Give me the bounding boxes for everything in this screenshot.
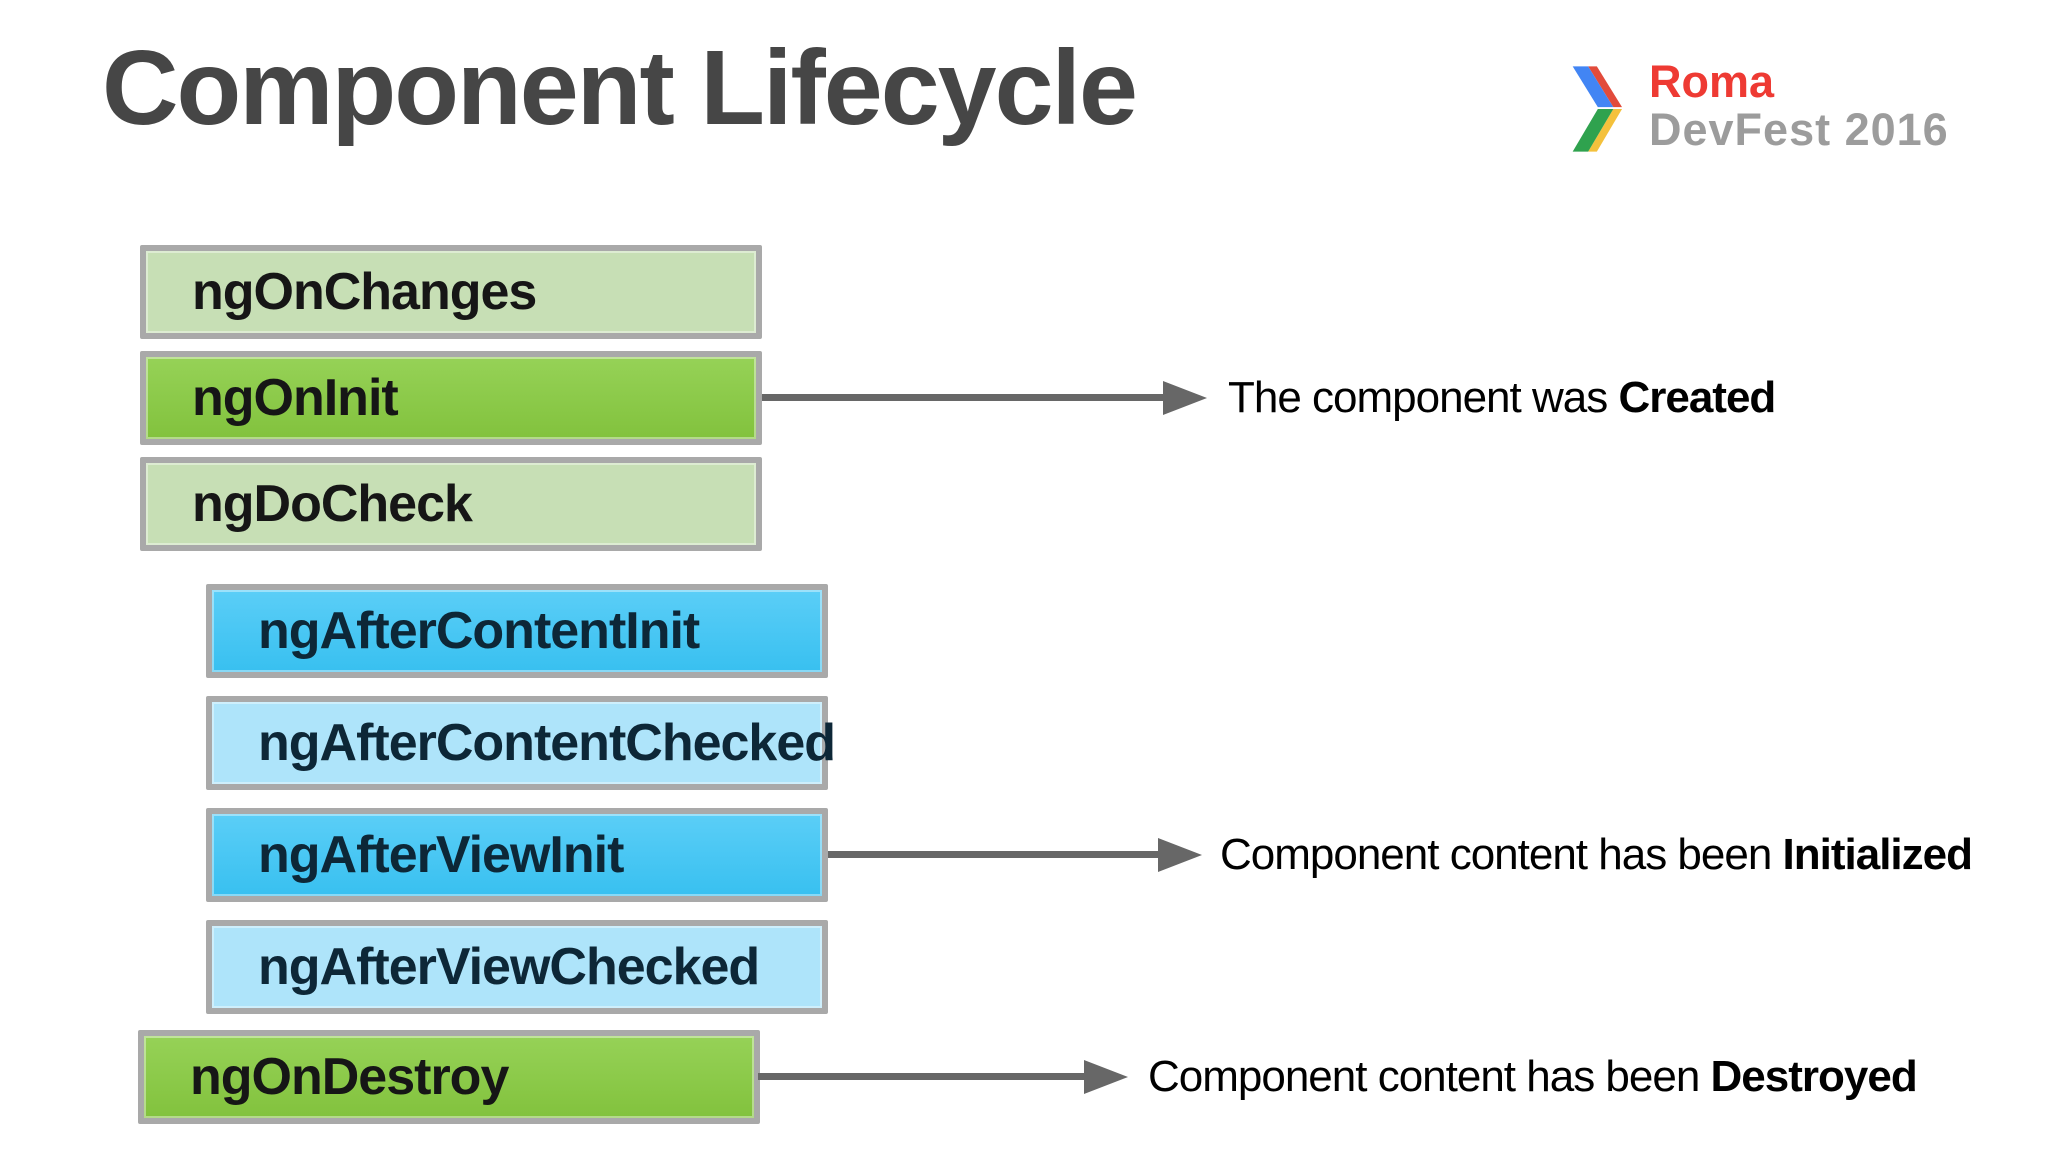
lifecycle-box-ngonchanges: ngOnChanges	[140, 245, 762, 339]
arrow-line-initialized	[828, 851, 1158, 858]
arrow-line-destroyed	[758, 1073, 1084, 1080]
annotation-created: The component was Created	[1228, 368, 1776, 428]
arrow-head-icon	[1158, 838, 1202, 872]
arrow-line-created	[762, 394, 1163, 401]
lifecycle-box-ngaftercontentchecked: ngAfterContentChecked	[206, 696, 836, 790]
logo-devfest-text: DevFest 2016	[1649, 104, 1949, 155]
lifecycle-box-ngondestroy: ngOnDestroy	[138, 1030, 760, 1124]
lifecycle-box-ngafterviewchecked: ngAfterViewChecked	[206, 920, 828, 1014]
lifecycle-box-label: ngOnChanges	[192, 263, 537, 321]
lifecycle-box-label: ngOnInit	[192, 369, 399, 427]
devfest-logo: Roma DevFest 2016	[1563, 58, 1949, 154]
annotation-emphasis: Created	[1618, 373, 1776, 422]
annotation-prefix: The component was	[1228, 373, 1619, 422]
annotation-prefix: Component content has been	[1220, 830, 1783, 879]
logo-roma-text: Roma	[1649, 56, 1775, 107]
page-title: Component Lifecycle	[102, 29, 1138, 147]
annotation-destroyed: Component content has been Destroyed	[1148, 1047, 1918, 1107]
lifecycle-box-label: ngAfterViewChecked	[258, 938, 760, 996]
arrow-head-icon	[1163, 381, 1207, 415]
lifecycle-box-label: ngAfterViewInit	[258, 826, 624, 884]
annotation-initialized: Component content has been Initialized	[1220, 825, 1973, 885]
lifecycle-box-label: ngDoCheck	[192, 475, 473, 533]
arrow-head-icon	[1084, 1060, 1128, 1094]
logo-text: Roma DevFest 2016	[1649, 58, 1949, 154]
annotation-prefix: Component content has been	[1148, 1052, 1711, 1101]
annotation-emphasis: Destroyed	[1710, 1052, 1918, 1101]
lifecycle-box-label: ngAfterContentInit	[258, 602, 700, 660]
lifecycle-box-ngafterviewinit: ngAfterViewInit	[206, 808, 828, 902]
lifecycle-box-ngdocheck: ngDoCheck	[140, 457, 762, 551]
lifecycle-box-label: ngOnDestroy	[190, 1048, 509, 1106]
lifecycle-box-ngoninit: ngOnInit	[140, 351, 762, 445]
gdg-chevron-icon	[1572, 66, 1623, 152]
lifecycle-box-label: ngAfterContentChecked	[258, 714, 836, 772]
annotation-emphasis: Initialized	[1782, 830, 1973, 879]
lifecycle-box-ngaftercontentinit: ngAfterContentInit	[206, 584, 828, 678]
